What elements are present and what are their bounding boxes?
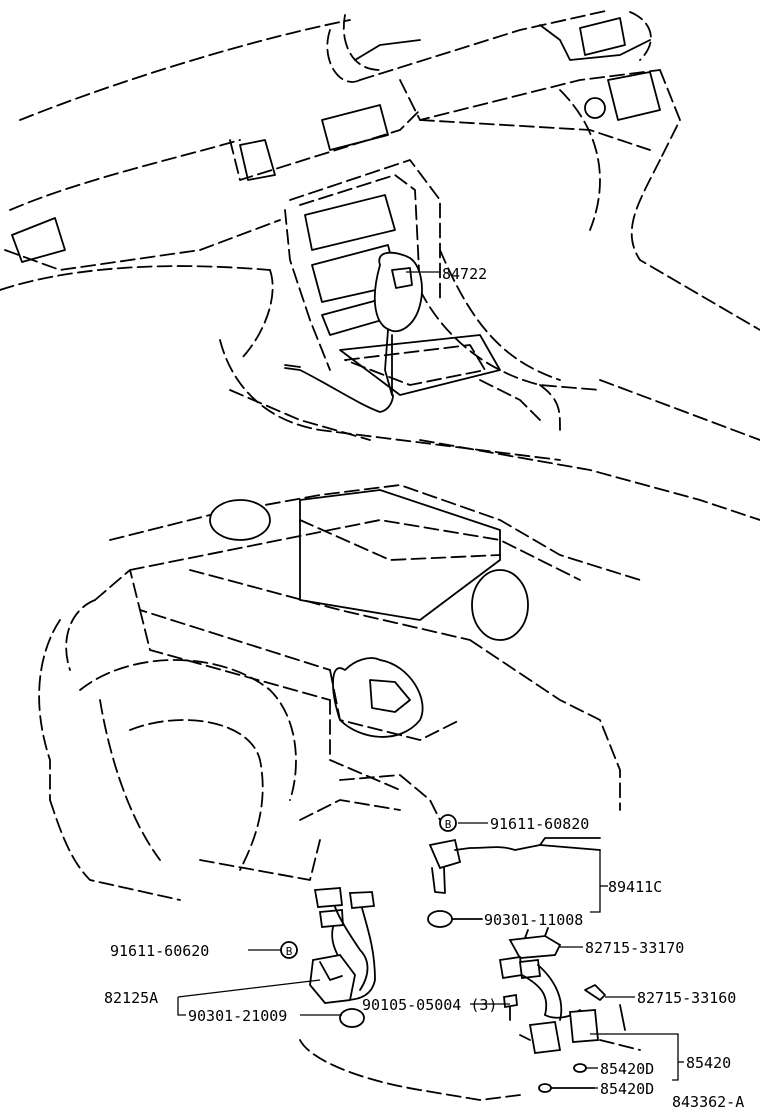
callout-91611-60620: 91611-60620 [110, 942, 209, 960]
callout-85420: 85420 [686, 1054, 731, 1072]
marker-b-upper: B [439, 814, 457, 832]
marker-b-label: B [445, 818, 452, 831]
callout-91611-60820: 91611-60820 [490, 815, 589, 833]
drawing-id: 843362-A [672, 1093, 744, 1111]
callout-82715-33160: 82715-33160 [637, 989, 736, 1007]
callout-89411c: 89411C [608, 878, 662, 896]
callout-82715-33170: 82715-33170 [585, 939, 684, 957]
callout-90301-21009: 90301-21009 [188, 1007, 287, 1025]
parts-illustration [299, 837, 641, 1101]
callout-84722: 84722 [442, 265, 487, 283]
dashboard-illustration [0, 9, 760, 521]
marker-b-lower: B [280, 941, 298, 959]
callout-85420d-lower: 85420D [600, 1080, 654, 1098]
callout-90301-11008: 90301-11008 [484, 911, 583, 929]
callout-85420d-upper: 85420D [600, 1060, 654, 1078]
callout-82125a: 82125A [104, 989, 158, 1007]
marker-b-label: B [286, 945, 293, 958]
engine-illustration [38, 484, 641, 901]
callout-leaders [177, 271, 684, 1089]
callout-90105-05004: 90105-05004 (3) [362, 996, 497, 1014]
